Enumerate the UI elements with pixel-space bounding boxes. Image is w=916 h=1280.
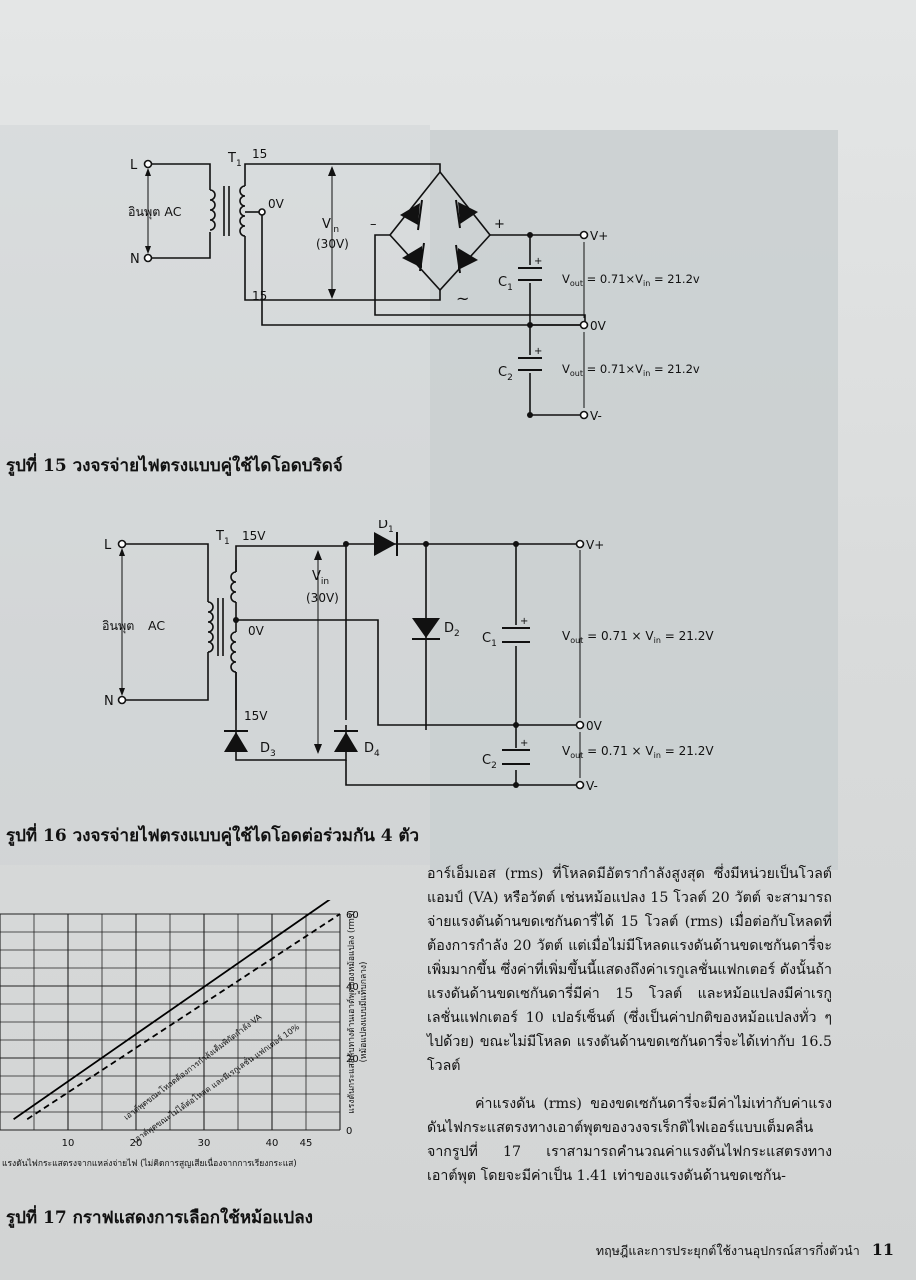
fig16-transformer-label: T1 [215,529,230,547]
svg-text:+: + [520,616,528,627]
svg-text:+: + [534,256,542,267]
svg-text:+: + [534,346,542,357]
fig15-bridge-plus: + [494,217,505,232]
fig15-input-label: อินพุต AC [128,204,182,220]
fig16-input-label: อินพุต [102,618,134,634]
figure-16-caption: รูปที่ 16 วงจรจ่ายไฟตรงแบบคู่ใช้ไดโอดต่อ… [6,826,420,846]
bleed-through-left-panel [0,125,430,865]
fig15-vin: Vin [322,217,339,235]
page-footer: ทฤษฎีและการประยุกต์ใช้งานอุปกรณ์สารกึ่งต… [596,1240,894,1261]
chart-grid [0,913,341,1131]
fig16-tap-bottom: 15V [244,709,268,723]
figure-17-caption: รูปที่ 17 กราฟแสดงการเลือกใช้หม้อแปลง [6,1208,313,1228]
fig16-label-N: N [104,694,114,709]
fig15-vout-bottom: Vout = 0.71×Vin = 21.2v [562,362,700,378]
figure-15-bridge-rectifier-diagram: L N อินพุต AC T1 15 0V 15 Vin (30V) – + … [128,147,700,423]
fig15-transformer-label: T1 [227,151,242,169]
fig15-label-N: N [130,252,140,267]
fig16-tap-top: 15V [242,529,266,543]
fig16-out-pos: V+ [586,538,604,552]
fig15-vout-top: Vout = 0.71×Vin = 21.2v [562,272,700,288]
fig16-d3: D3 [260,741,276,759]
body-text-column: อาร์เอ็มเอส (rms) ที่โหลดมีอัตรากำลังสูง… [427,862,832,1188]
x-tick-label: 20 [130,1138,143,1149]
chart-series [13,900,341,1120]
fig16-c2: C2 [482,753,497,771]
y-tick-label: 60 [346,910,359,921]
body-paragraph-2: ค่าแรงดัน (rms) ของขดเซกันดารี่จะมีค่าไม… [427,1096,832,1184]
fig16-d4: D4 [364,741,380,759]
figure-15-caption: รูปที่ 15 วงจรจ่ายไฟตรงแบบคู่ใช้ไดโอดบริ… [6,456,343,476]
y-tick-label: 40 [346,982,359,993]
fig15-out-zero: 0V [590,319,607,333]
fig15-c2: C2 [498,365,513,383]
x-tick-label: 30 [198,1138,211,1149]
chart-xlabel: แรงดันไฟกระแสตรงจากแหล่งจ่ายไฟ (ไม่คิดกา… [2,1157,297,1169]
body-paragraph-1: อาร์เอ็มเอส (rms) ที่โหลดมีอัตรากำลังสูง… [427,866,832,1074]
page-number: 11 [871,1240,894,1259]
chart-line2-label: เอาต์พุตขณะไม่ได้ต่อโหลด และมีเรกูเลชั่น… [130,1020,302,1145]
chart-ylabel-right-sub: (หม้อแปลงแบบมีแท็บกลาง) [357,962,369,1063]
fig15-out-pos: V+ [590,229,608,243]
x-tick-label: 40 [266,1138,279,1149]
fig16-out-neg: V- [586,779,598,793]
fig15-vin-value: (30V) [316,237,349,251]
fig15-tap-mid: 0V [268,197,285,211]
series-line-1 [13,900,331,1120]
x-tick-label: 10 [62,1138,75,1149]
fig16-label-L: L [104,538,112,553]
y-tick-label: 20 [346,1054,359,1065]
chart-ticks: 10 20 30 40 45 0 20 40 60 [62,910,359,1149]
fig16-vout-bottom: Vout = 0.71 × Vin = 21.2V [562,744,714,760]
fig16-d1: D1 [378,520,394,535]
y-tick-label: 0 [346,1126,352,1137]
fig15-bridge-minus: – [370,217,377,232]
fig15-bridge-ac: ~ [456,289,469,308]
fig15-out-neg: V- [590,409,602,423]
fig16-vin: Vin [312,569,329,587]
fig16-d2: D2 [444,621,460,639]
fig16-input-ac: AC [148,618,165,633]
fig15-tap-bottom: 15 [252,289,267,303]
svg-text:+: + [520,738,528,749]
x-tick-label: 45 [300,1138,313,1149]
fig15-c1: C1 [498,275,513,293]
running-title: ทฤษฎีและการประยุกต์ใช้งานอุปกรณ์สารกึ่งต… [595,1243,860,1258]
fig16-vout-top: Vout = 0.71 × Vin = 21.2V [562,629,714,645]
figure-16-four-diode-diagram: L N อินพุต AC T1 15V 0V 15V Vin (30V) D1… [102,520,714,793]
fig16-vin-value: (30V) [306,591,339,605]
series-line-2 [26,913,341,1120]
chart-ylabel-right: แรงดันกระแสสลับทางด้านเอาต์พุตของหม้อแปล… [346,910,357,1113]
fig15-label-L: L [130,158,138,173]
fig15-tap-top: 15 [252,147,267,161]
fig16-c1: C1 [482,631,497,649]
fig16-tap-mid: 0V [248,624,265,638]
bleed-through-right-panel [430,130,838,870]
fig16-out-zero: 0V [586,719,603,733]
